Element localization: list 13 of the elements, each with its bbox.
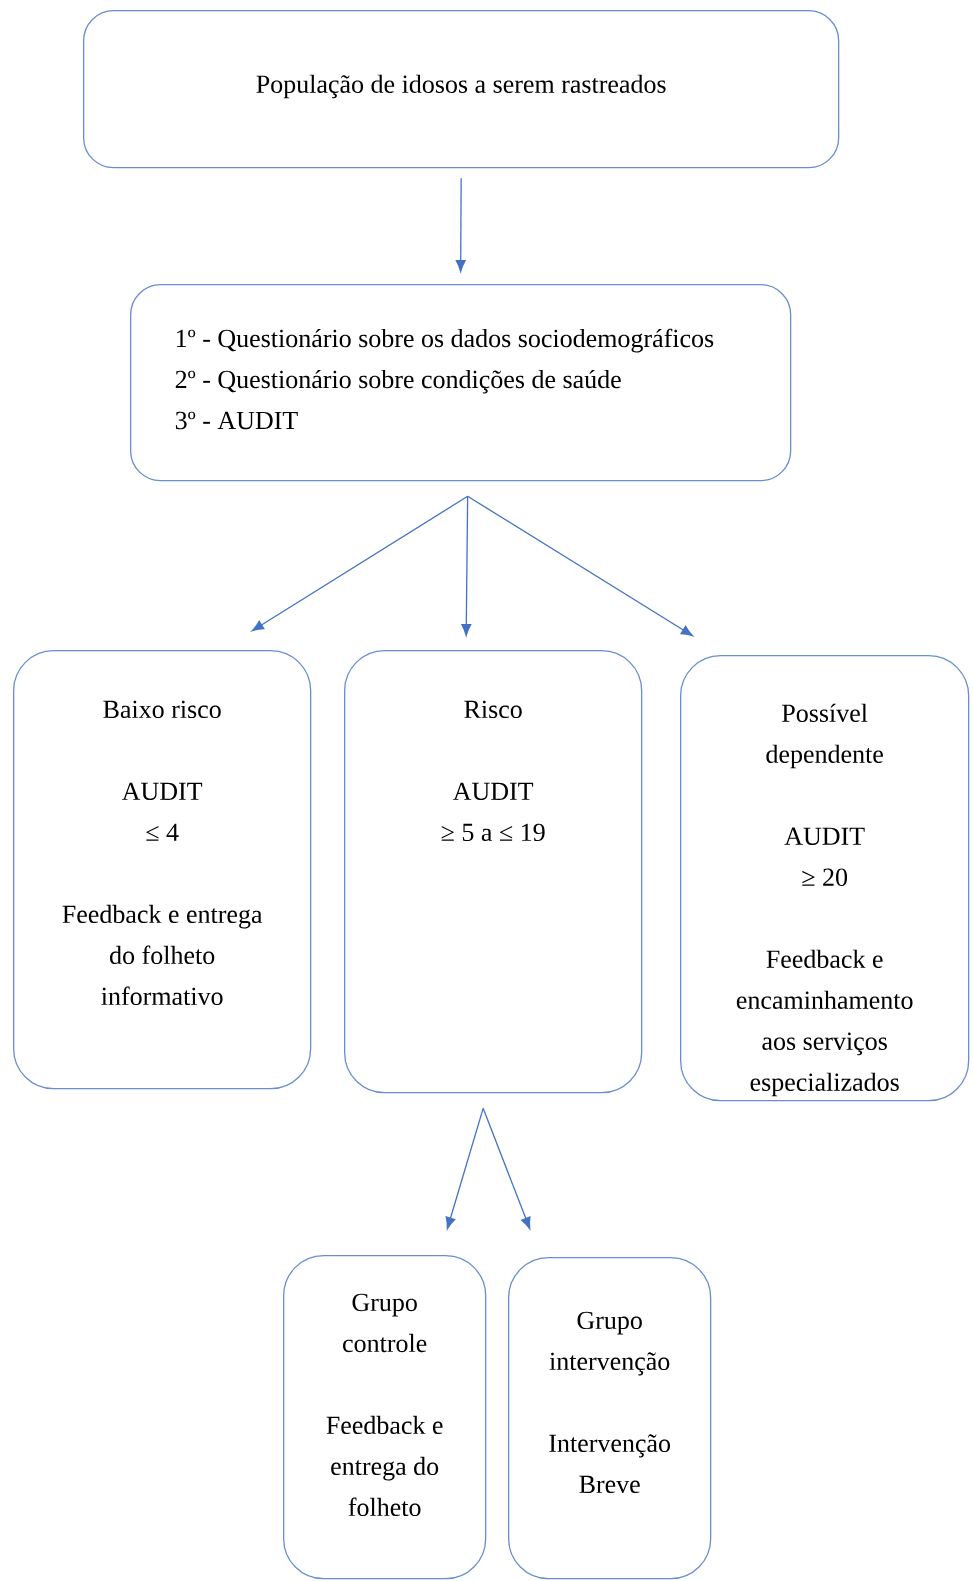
arrow [461, 495, 472, 637]
flow-box: Grupo controle Feedback e entrega do folheto [283, 1255, 487, 1580]
flow-box: Baixo risco AUDIT ≤ 4 Feedback e entrega do folheto informativo [13, 650, 312, 1090]
arrow [467, 495, 694, 637]
flow-box: Grupo intervenção Intervenção Breve [508, 1257, 712, 1580]
arrow [455, 177, 466, 273]
arrow [445, 1107, 484, 1230]
flow-box: População de idosos a serem rastreados [83, 10, 840, 169]
flow-box: 1º - Questionário sobre os dados sociodemográficos 2º - Questionário sobre condições de saúde 3º - AUDIT [130, 284, 792, 482]
arrow [251, 495, 469, 632]
arrow [482, 1107, 531, 1230]
flow-box: Possível dependente AUDIT ≥ 20 Feedback e encaminhamento aos serviços especializados [680, 655, 970, 1102]
flow-box: Risco AUDIT ≥ 5 a ≤ 19 [344, 650, 643, 1094]
